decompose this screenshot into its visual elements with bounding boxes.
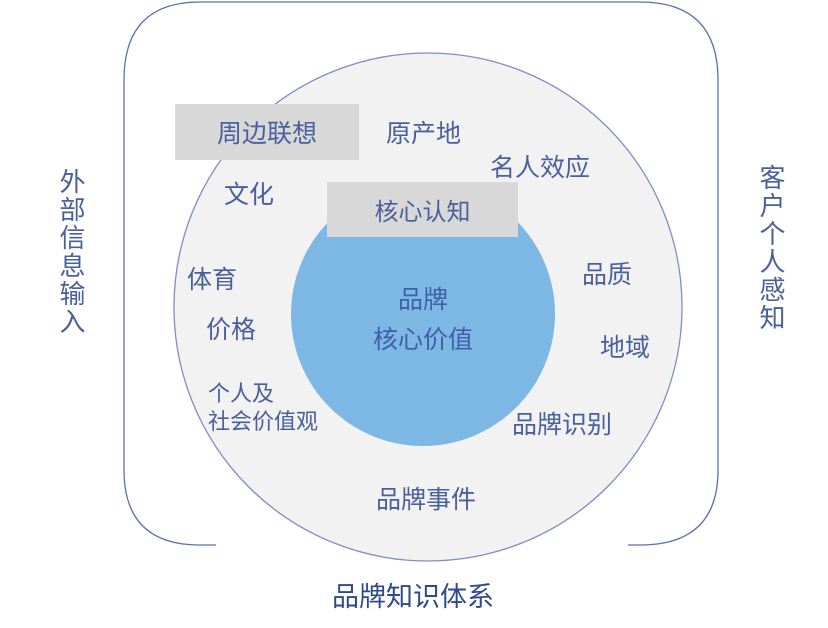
label-price: 价格 bbox=[206, 315, 257, 344]
peripheral-association-label: 周边联想 bbox=[216, 119, 317, 148]
peripheral-association-box: 周边联想 bbox=[175, 104, 359, 160]
core-line-1: 品牌 bbox=[397, 285, 448, 314]
core-value-text: 品牌 核心价值 bbox=[343, 280, 503, 360]
label-celebrity: 名人效应 bbox=[490, 153, 591, 182]
core-cognition-box: 核心认知 bbox=[327, 182, 518, 237]
core-cognition-label: 核心认知 bbox=[374, 198, 471, 226]
label-culture: 文化 bbox=[224, 180, 275, 209]
label-origin: 原产地 bbox=[386, 119, 462, 148]
label-sports: 体育 bbox=[187, 265, 238, 294]
label-values-line1: 个人及 bbox=[208, 382, 275, 407]
diagram-title: 品牌知识体系 bbox=[332, 582, 494, 613]
core-circle bbox=[291, 182, 555, 446]
core-line-2: 核心价值 bbox=[372, 325, 473, 354]
right-side-label: 客户个人感知 bbox=[755, 164, 785, 332]
label-region: 地域 bbox=[600, 333, 651, 362]
label-brand-identity: 品牌识别 bbox=[512, 410, 613, 439]
outer-frame bbox=[123, 1, 719, 546]
label-brand-events: 品牌事件 bbox=[376, 485, 477, 514]
left-side-label: 外部信息输入 bbox=[55, 168, 85, 336]
label-quality: 品质 bbox=[582, 260, 633, 289]
label-values-line2: 社会价值观 bbox=[208, 410, 319, 435]
